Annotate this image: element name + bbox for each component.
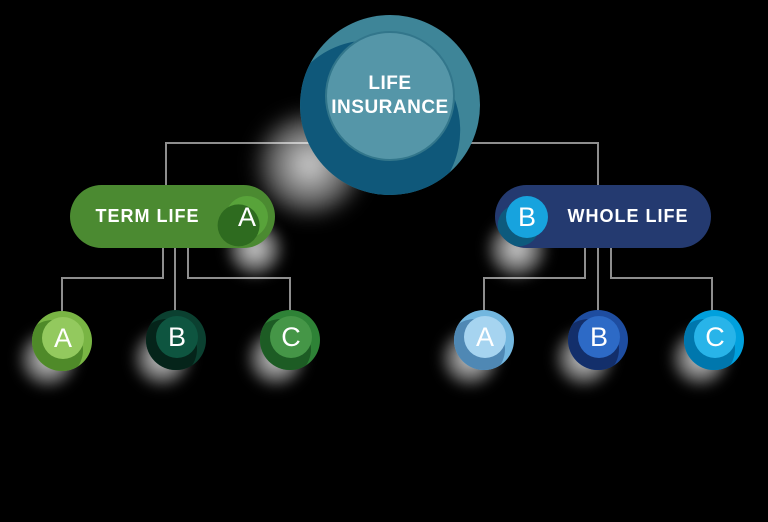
connector-whole-to-c — [711, 277, 713, 313]
whole-life-badge-letter: B — [517, 201, 536, 232]
connector-whole-to-a — [483, 277, 485, 313]
term-child-c-letter: C — [270, 316, 312, 358]
whole-life-badge: B — [506, 196, 548, 238]
connector-whole-left-v1 — [584, 246, 586, 278]
connector-whole-right-v1 — [610, 246, 612, 278]
connector-term-to-a — [61, 277, 63, 313]
term-life-label: TERM LIFE — [95, 206, 200, 226]
whole-child-node-c: C — [684, 310, 744, 370]
whole-child-node-b: B — [568, 310, 628, 370]
connector-whole-left-h — [484, 277, 586, 279]
connector-whole-right-h — [610, 277, 713, 279]
root-node-label: LIFE INSURANCE — [331, 72, 448, 120]
root-node-life-insurance: LIFE INSURANCE — [300, 15, 480, 195]
whole-child-node-a: A — [454, 310, 514, 370]
whole-child-b-letter: B — [578, 316, 620, 358]
term-child-node-a: A — [32, 311, 92, 371]
term-child-a-letter: A — [42, 317, 84, 359]
whole-life-label: WHOLE LIFE — [567, 206, 689, 226]
term-life-badge-letter: A — [237, 201, 256, 232]
connector-term-left-h — [61, 277, 164, 279]
term-life-pill: TERM LIFE A — [70, 185, 275, 248]
root-node-inner-circle: LIFE INSURANCE — [325, 31, 455, 161]
whole-life-pill: B WHOLE LIFE — [495, 185, 711, 248]
connector-term-to-c — [289, 277, 291, 313]
connector-root-to-term — [165, 142, 167, 188]
term-child-b-letter: B — [156, 316, 198, 358]
connector-term-right-v1 — [187, 246, 189, 278]
term-child-node-b: B — [146, 310, 206, 370]
whole-child-a-letter: A — [464, 316, 506, 358]
whole-child-c-letter: C — [694, 316, 736, 358]
term-child-node-c: C — [260, 310, 320, 370]
connector-root-to-whole — [597, 142, 599, 188]
term-life-badge: A — [226, 196, 268, 238]
connector-whole-to-b — [597, 246, 599, 312]
root-label-line2: INSURANCE — [331, 97, 449, 118]
connector-term-right-h — [187, 277, 291, 279]
connector-term-to-b — [174, 246, 176, 312]
root-label-line1: LIFE — [368, 73, 412, 95]
connector-term-left-v1 — [162, 246, 164, 278]
